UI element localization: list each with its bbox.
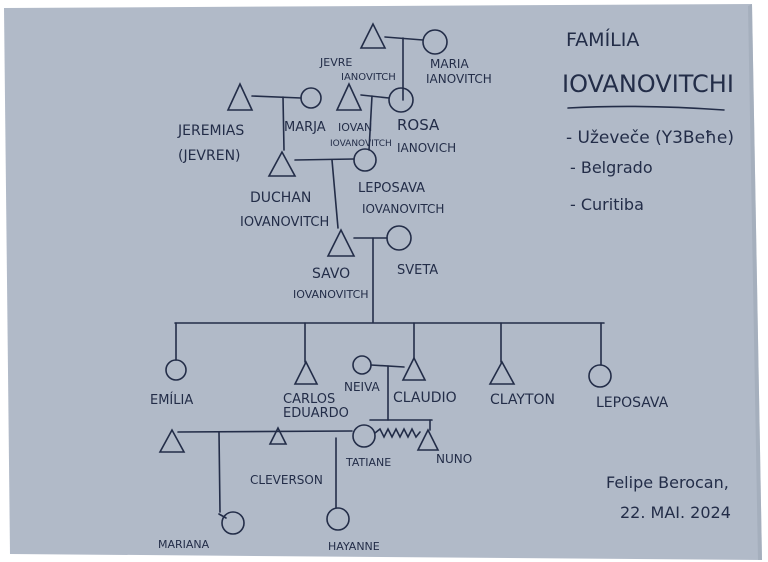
tatiane-name: TATIANE	[345, 456, 391, 469]
neiva-name: NEIVA	[344, 380, 381, 394]
savo-symbol	[326, 228, 356, 257]
emilia-symbol	[165, 359, 187, 381]
duchan-symbol	[267, 150, 297, 177]
maria-top-name: MARIA	[430, 57, 469, 71]
leposava-g4-symbol	[588, 364, 612, 388]
leposava-g2-name: LEPOSAVA	[358, 181, 425, 196]
marja-name: MARJA	[284, 120, 326, 135]
iovan-name: IOVAN	[338, 121, 372, 134]
place-1: - Uževeče (Y3Beħe)	[566, 128, 734, 148]
signature-date: 22. MAI. 2024	[620, 503, 731, 522]
iovan-symbol	[335, 82, 363, 111]
carlos-symbol	[293, 360, 319, 385]
tree-lines	[158, 22, 725, 535]
savo-surname: IOVANOVITCH	[293, 288, 369, 301]
leposava-g2-surname: IOVANOVITCH	[362, 202, 444, 216]
clayton-symbol	[488, 360, 516, 385]
leposava-g2-symbol	[353, 148, 377, 172]
jeremias-symbol	[226, 82, 254, 111]
rosa-name: ROSA	[397, 116, 440, 134]
nuno-symbol	[416, 428, 440, 451]
claudio-symbol	[401, 356, 427, 381]
carlos-small-symbol	[268, 426, 288, 445]
iovan-surname: IOVANOVITCH	[330, 139, 392, 149]
emilia-name: EMÍLIA	[150, 392, 193, 408]
paper-sheet	[4, 4, 762, 560]
tatiane-symbol	[352, 424, 376, 448]
rosa-surname: IANOVICH	[397, 141, 456, 155]
duchan-name: DUCHAN	[250, 190, 311, 206]
sveta-symbol	[386, 225, 412, 251]
mariana-symbol	[221, 511, 245, 535]
savo-name: SAVO	[312, 266, 350, 282]
sveta-name: SVETA	[397, 263, 438, 278]
claudio-name: CLAUDIO	[393, 390, 457, 406]
nuno-name: NUNO	[436, 452, 472, 466]
title-line-1: FAMÍLIA	[566, 28, 639, 51]
duchan-surname: IOVANOVITCH	[240, 215, 329, 230]
carlos-name: CARLOS	[283, 392, 335, 407]
cleverson-name: CLEVERSON	[250, 473, 323, 487]
jevre-name: JEVRE	[319, 56, 352, 69]
paper-shadow-edge	[748, 4, 762, 560]
place-2: - Belgrado	[570, 158, 653, 177]
carlos-surname: EDUARDO	[283, 406, 349, 421]
jeremias-name: JEREMIAS	[177, 123, 244, 139]
maria-top-symbol	[422, 29, 448, 55]
left-spouse-symbol	[158, 428, 186, 453]
place-3: - Curitiba	[570, 195, 644, 214]
marja-symbol	[300, 87, 322, 109]
leposava-g4-name: LEPOSAVA	[596, 395, 669, 411]
rosa-symbol	[388, 87, 414, 113]
signature-name: Felipe Berocan,	[606, 473, 729, 492]
hayanne-name: HAYANNE	[328, 540, 380, 553]
mariana-name: MARIANA	[158, 538, 210, 551]
hayanne-symbol	[326, 507, 350, 531]
maria-top-surname: IANOVITCH	[426, 72, 492, 86]
jevre-surname: IANOVITCH	[341, 72, 396, 83]
title-line-2: IOVANOVITCHI	[562, 70, 734, 98]
jeremias-alias: (JEVREN)	[178, 148, 241, 164]
jevre-symbol	[359, 22, 387, 49]
clayton-name: CLAYTON	[490, 392, 555, 408]
